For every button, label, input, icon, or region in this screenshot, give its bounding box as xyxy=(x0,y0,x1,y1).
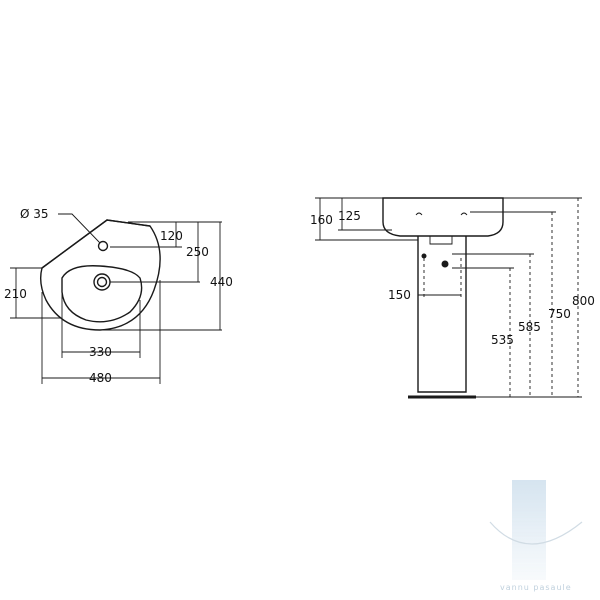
drain-inner xyxy=(96,276,108,288)
watermark-bar xyxy=(512,480,546,580)
waste-dot-left xyxy=(421,253,427,259)
basin-back-edge xyxy=(41,219,151,269)
hole-diameter-label: Ø 35 xyxy=(20,207,49,221)
dim-440-label: 440 xyxy=(210,275,233,289)
dim-210-label: 210 xyxy=(4,287,27,301)
tap-mark-right xyxy=(460,212,468,216)
top-view: Ø 35 120 250 440 210 330 480 xyxy=(4,207,233,385)
dim-800-label: 800 xyxy=(572,294,595,308)
hole-leader xyxy=(58,213,101,244)
bowl-inner xyxy=(61,265,143,323)
dim-535-label: 535 xyxy=(491,333,514,347)
dim-150-label: 150 xyxy=(388,288,411,302)
pedestal-neck xyxy=(429,236,453,245)
dim-125-label: 125 xyxy=(338,209,361,223)
watermark-arc xyxy=(489,521,583,545)
watermark-logo: vannu pasaule xyxy=(489,480,583,592)
tap-hole xyxy=(97,240,109,252)
dim-750-label: 750 xyxy=(548,307,571,321)
dim-160-label: 160 xyxy=(310,213,333,227)
dim-120-label: 120 xyxy=(160,229,183,243)
basin-side xyxy=(382,197,504,237)
tap-mark-left xyxy=(415,212,423,216)
waste-dot-right xyxy=(441,260,449,268)
watermark-text: vannu pasaule xyxy=(500,583,572,592)
dim-330-label: 330 xyxy=(89,345,112,359)
dim-250-label: 250 xyxy=(186,245,209,259)
side-view: 160 125 150 535 585 750 800 xyxy=(310,197,595,399)
dim-585-label: 585 xyxy=(518,320,541,334)
pedestal xyxy=(417,236,467,393)
basin-outline xyxy=(39,219,161,331)
drain-outer xyxy=(93,273,111,291)
dim-480-label: 480 xyxy=(89,371,112,385)
